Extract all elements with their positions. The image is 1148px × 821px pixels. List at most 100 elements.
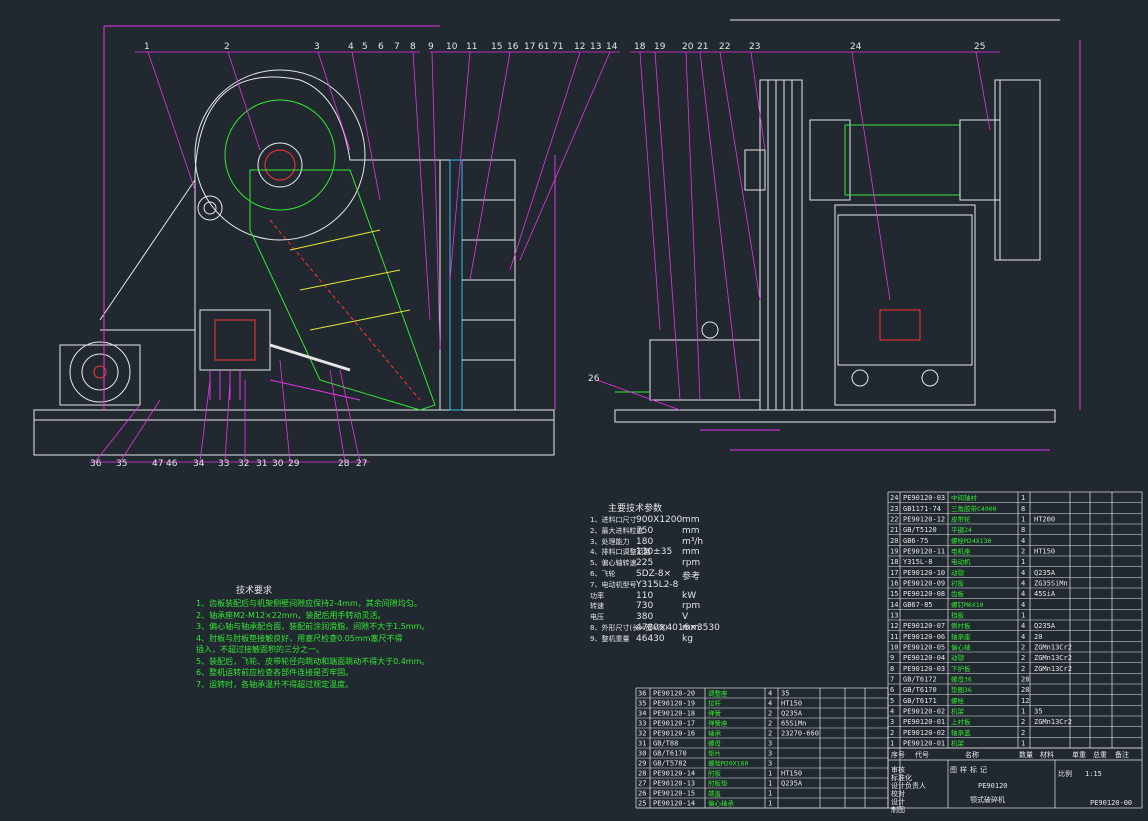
bom-cell: 18 xyxy=(890,558,898,566)
bom-cell: 总重 xyxy=(1093,750,1107,759)
bom-cell: 调整座 xyxy=(708,689,728,698)
bom-cell: 标准化 xyxy=(891,773,912,782)
spec-value: Y315L2-8 xyxy=(636,579,679,590)
bom-cell: 2 xyxy=(1021,665,1025,673)
spec-unit: mm xyxy=(682,525,700,536)
bom-cell: GB67-85 xyxy=(903,601,933,609)
drawing-name: 颚式破碎机 xyxy=(970,795,1005,804)
bom-cell: 单重 xyxy=(1072,750,1086,759)
leader-label: 1 xyxy=(144,42,150,52)
bom-cell: 2 xyxy=(768,710,772,718)
leader-label: 29 xyxy=(288,459,300,469)
bom-cell: PE90120-15 xyxy=(653,790,695,798)
spec-unit: 参考 xyxy=(682,572,701,582)
bom-cell: 65SiMn xyxy=(781,720,806,728)
bom-cell: 样 xyxy=(960,765,967,774)
bom-cell: Q235A xyxy=(1034,569,1056,577)
bom-cell: 1 xyxy=(1021,494,1025,502)
bom-cell: 29 xyxy=(638,760,646,768)
bom-cell: 4 xyxy=(1021,590,1025,598)
tech-requirement-item: 1、齿板装配后与机架侧壁间隙应保持2-4mm，其余间隙均匀。 xyxy=(196,599,422,608)
bom-cell: 机架 xyxy=(951,739,965,748)
bom-cell: PE90120-10 xyxy=(903,569,945,577)
bom-cell: 21 xyxy=(890,526,898,534)
spec-label: 4、排料口调整范围 xyxy=(590,548,651,557)
bom-cell: 三角胶带C4000 xyxy=(951,504,997,513)
bom-cell: 中间轴衬 xyxy=(951,493,978,502)
bom-cell: 9 xyxy=(890,654,894,662)
leader-label: 6 xyxy=(378,42,384,52)
spec-unit: rpm xyxy=(682,558,701,569)
bom-cell: 28 xyxy=(1021,676,1029,684)
leader-label: 35 xyxy=(116,459,128,469)
bom-cell: 19 xyxy=(890,548,898,556)
leader-label: 14 xyxy=(606,42,618,52)
bom-cell: 12 xyxy=(890,622,898,630)
bom-cell: 25 xyxy=(638,800,646,808)
bom-cell: PE90120-16 xyxy=(653,730,695,738)
scale-label: 比例 xyxy=(1058,769,1072,778)
bom-cell: 4 xyxy=(1021,601,1025,609)
spec-unit: mm xyxy=(682,547,700,558)
spec-value: 225 xyxy=(636,558,654,569)
bom-cell: 1 xyxy=(1021,708,1025,716)
bom-cell: GB/T5782 xyxy=(653,760,687,768)
bom-cell: 28 xyxy=(1021,686,1029,694)
bom-cell: PE90120-17 xyxy=(653,720,695,728)
bom-cell: ZGMn13Cr2 xyxy=(1034,654,1072,662)
title-block-left-rows: 审核标准化设计负责人校对设计制图图样标记 xyxy=(891,765,987,814)
bom-cell: 2 xyxy=(890,729,894,737)
bom-cell: 4 xyxy=(1021,569,1025,577)
bom-cell: 27 xyxy=(638,780,646,788)
leader-label: 7 xyxy=(394,42,400,52)
bom-cell: 1 xyxy=(890,740,894,748)
spec-label: 电压 xyxy=(590,613,604,622)
bom-cell: PE90120-12 xyxy=(903,516,945,524)
bom-cell: 8 xyxy=(1021,526,1025,534)
bom-cell: Q235A xyxy=(1034,622,1056,630)
title-block: PE90120 颚式破碎机 比例 1:15 PE90120-00 xyxy=(970,769,1132,807)
leader-label: 47 xyxy=(152,459,164,469)
bom-cell: 螺栓M24X130 xyxy=(951,536,991,545)
bom-cell: 设计负责人 xyxy=(891,781,926,790)
bom-cell: PE90120-14 xyxy=(653,800,695,808)
bom-cell: PE90120-13 xyxy=(653,780,695,788)
bom-cell: 4 xyxy=(1021,580,1025,588)
bom-cell: GB6-75 xyxy=(903,537,928,545)
spec-value: 380 xyxy=(636,612,654,623)
bom-cell: 序号 xyxy=(891,750,905,759)
spec-label: 1、进料口尺寸 xyxy=(590,516,637,524)
bom-cell: 8 xyxy=(890,665,894,673)
bom-cell: 45SiA xyxy=(1034,590,1056,598)
leader-label: 36 xyxy=(90,459,102,469)
spec-label: 5、偏心轴转速 xyxy=(590,559,637,568)
leader-label: 18 xyxy=(634,42,646,52)
bom-cell: 轴承 xyxy=(708,729,722,738)
tech-requirement-item: 7、运转时，各轴承温升不得超过规定温度。 xyxy=(196,679,354,689)
bom-cell: 侧衬板 xyxy=(951,621,971,630)
bom-cell: 2 xyxy=(1021,729,1025,737)
bom-cell: 校对 xyxy=(891,789,905,798)
bom-cell: PE90120-19 xyxy=(653,700,695,708)
spec-unit: mm xyxy=(682,515,700,525)
bom-cell: 3 xyxy=(768,740,772,748)
spec-label: 2、最大进料粒度 xyxy=(590,526,644,535)
bom-cell: 3 xyxy=(768,760,772,768)
bom-cell: 3 xyxy=(890,718,894,726)
bom-cell: 24 xyxy=(890,494,898,502)
bom-cell: 材料 xyxy=(1040,750,1054,759)
bom-cell: HT150 xyxy=(1034,548,1055,556)
bom-cell: 下护板 xyxy=(951,664,971,673)
bom-cell: 1 xyxy=(1021,558,1025,566)
bom-cell: 备注 xyxy=(1115,750,1129,759)
bom-cell: 齿板 xyxy=(951,589,965,598)
bom-cell: 36 xyxy=(638,690,646,698)
bom-cell: 螺栓M20X160 xyxy=(708,759,748,768)
bom-cell: 拉杆 xyxy=(708,699,722,708)
bom-cell: ZGMn13Cr2 xyxy=(1034,665,1072,673)
bom-cell: 衬板 xyxy=(951,579,965,588)
bom-cell: GB/T6170 xyxy=(653,750,687,758)
bom-cell: PE90120-14 xyxy=(653,770,695,778)
bom-cell: 33 xyxy=(638,720,646,728)
drawing-number: PE90120 xyxy=(978,782,1008,790)
